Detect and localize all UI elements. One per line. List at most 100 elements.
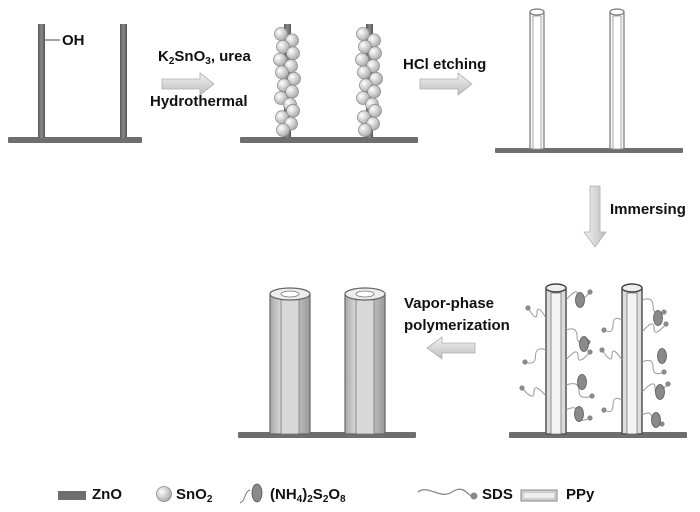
sds-chain [601, 349, 623, 361]
sds-head [519, 385, 525, 391]
immersed-tube [621, 283, 643, 435]
zno-rod [120, 24, 127, 138]
sds-chain [641, 323, 667, 333]
text: K [158, 48, 169, 65]
subscript: 8 [340, 494, 346, 505]
text: (NH [270, 486, 297, 503]
sno2-particle [368, 46, 382, 61]
sds-head [522, 359, 528, 365]
ppy-tube [344, 287, 386, 435]
subscript: 2 [322, 494, 329, 505]
text: O [328, 486, 341, 503]
legend-aps-swatch [239, 483, 263, 504]
sds-chains [519, 289, 671, 427]
sno2-particle-cluster [355, 27, 383, 137]
zno-rod [38, 24, 45, 138]
subscript: 2 [206, 494, 213, 505]
legend-sds-swatch [417, 488, 478, 500]
oxidant-particle [657, 348, 667, 364]
sds-head [659, 421, 665, 427]
step4-label-line1: Vapor-phase [404, 295, 495, 312]
sno2-particle [275, 65, 289, 80]
sno2-particle [358, 123, 372, 137]
sds-chain [524, 348, 547, 364]
sds-head [587, 349, 593, 355]
sno2-particle [286, 46, 300, 61]
sds-head [587, 415, 593, 421]
sds-chain [641, 359, 665, 375]
sds-chain [641, 298, 665, 314]
sno2-particle [276, 123, 290, 137]
arrow-hydrothermal [161, 72, 215, 96]
sds-chain [521, 387, 547, 397]
sds-head [525, 305, 531, 311]
oxidant-particles [574, 292, 667, 428]
text: S [312, 486, 323, 503]
sds-head [589, 393, 595, 399]
sno2-particle [358, 39, 372, 54]
oxidant-particle [575, 292, 585, 308]
zno-substrate [8, 137, 142, 143]
stage-2-zno-sno2 [240, 24, 418, 143]
legend-sno2-swatch [156, 486, 172, 502]
ppy-tube [269, 287, 311, 435]
subscript: 2 [168, 56, 175, 67]
substrate [495, 148, 683, 153]
oxidant-particle [577, 374, 587, 390]
step1-condition-label: Hydrothermal [150, 93, 248, 110]
legend-sds-label: SDS [482, 486, 513, 503]
legend-zno-label: ZnO [92, 486, 122, 503]
text: , urea [210, 48, 251, 65]
text: SnO [174, 48, 206, 65]
sno2-tube [529, 8, 545, 150]
legend-ppy-swatch [520, 489, 558, 502]
arrow-vapor-phase [426, 336, 476, 360]
legend-zno-swatch [58, 491, 86, 500]
sds-head [587, 289, 593, 295]
sds-chain [603, 397, 623, 413]
stage-4-immersed-tubes [509, 283, 687, 438]
sds-chain [603, 317, 623, 333]
sds-head [601, 407, 607, 413]
legend-ppy-label: PPy [566, 486, 595, 503]
sds-chain [565, 351, 591, 361]
step1-reagents-label: K2SnO3, urea [158, 49, 251, 67]
oxidant-particle [579, 336, 589, 352]
text: ) [302, 486, 308, 503]
sno2-particle-cluster [273, 27, 301, 137]
subscript: 3 [205, 56, 211, 67]
stage-5-ppy-tubes [238, 287, 416, 438]
stage-3-sno2-tubes [495, 8, 683, 153]
step3-label: Immersing [610, 201, 686, 218]
sno2-particle [276, 39, 290, 54]
arrow-immersing [583, 185, 607, 248]
text: SnO [176, 486, 207, 503]
legend-sno2-label: SnO2 [176, 487, 212, 505]
oh-label: OH [62, 32, 85, 49]
sds-head [661, 369, 667, 375]
sds-head [601, 327, 607, 333]
sds-head [665, 381, 671, 387]
step2-label: HCl etching [403, 56, 487, 73]
sds-chain [527, 307, 547, 319]
legend [58, 483, 558, 504]
substrate [238, 432, 416, 438]
step4-label-line2: polymerization [404, 317, 510, 334]
immersed-tube [545, 283, 567, 435]
oxidant-particle [651, 412, 661, 428]
sno2-particle [357, 65, 371, 80]
sno2-tube [609, 8, 625, 150]
oxidant-particle [655, 384, 665, 400]
stage-1-zno-rods [8, 24, 142, 143]
sds-head [661, 309, 667, 315]
sds-head [599, 347, 605, 353]
zno-substrate [240, 137, 418, 143]
oxidant-particle [653, 310, 663, 326]
subscript: 4 [296, 494, 303, 505]
substrate [509, 432, 687, 438]
subscript: 2 [307, 494, 313, 505]
sds-chain [565, 383, 593, 398]
legend-aps-label: (NH4)2S2O8 [270, 487, 346, 505]
sds-head [663, 321, 669, 327]
